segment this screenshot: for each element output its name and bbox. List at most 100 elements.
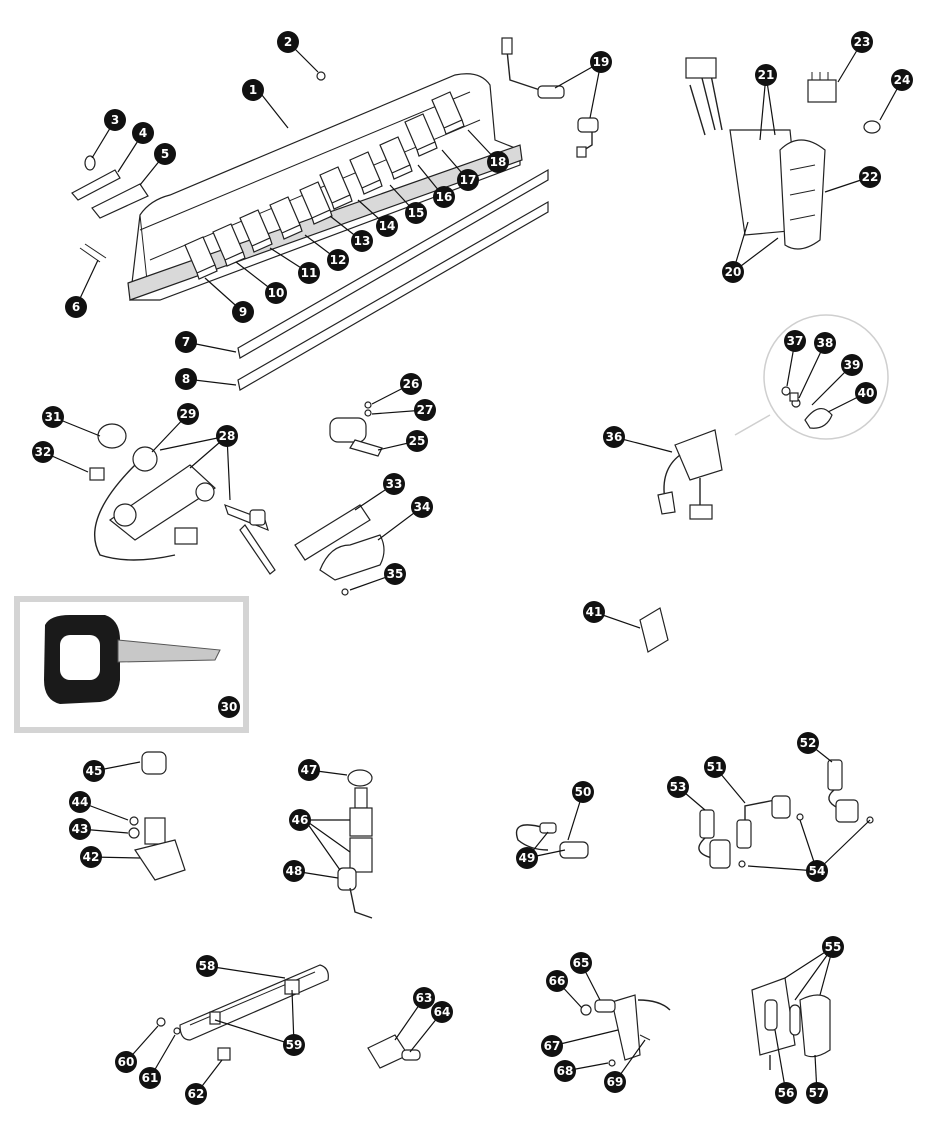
- multi-switch-assembly: [685, 57, 881, 250]
- callout-49: 49: [516, 847, 538, 869]
- svg-text:14: 14: [379, 219, 396, 233]
- callout-18: 18: [487, 151, 509, 173]
- svg-text:18: 18: [490, 155, 507, 169]
- callout-19: 19: [590, 51, 612, 73]
- svg-text:4: 4: [139, 126, 147, 140]
- callout-32: 32: [32, 441, 54, 463]
- callout-35: 35: [384, 563, 406, 585]
- svg-text:68: 68: [557, 1064, 574, 1078]
- ignition-switch: [89, 423, 276, 575]
- svg-text:39: 39: [844, 358, 861, 372]
- callout-28: 28: [216, 425, 238, 447]
- callout-69: 69: [604, 1071, 626, 1093]
- push-switch-parts: [128, 751, 186, 881]
- callout-14: 14: [376, 215, 398, 237]
- callout-39: 39: [841, 354, 863, 376]
- callout-50: 50: [572, 781, 594, 803]
- svg-text:19: 19: [593, 55, 610, 69]
- svg-text:66: 66: [549, 974, 566, 988]
- svg-text:59: 59: [286, 1038, 303, 1052]
- callout-41: 41: [583, 601, 605, 623]
- callout-55: 55: [822, 936, 844, 958]
- svg-text:17: 17: [460, 173, 477, 187]
- callout-62: 62: [185, 1083, 207, 1105]
- callout-31: 31: [42, 406, 64, 428]
- small-switch: [639, 607, 669, 653]
- svg-text:1: 1: [249, 83, 257, 97]
- bulb-set: [515, 822, 589, 859]
- svg-text:40: 40: [858, 386, 875, 400]
- callout-61: 61: [139, 1067, 161, 1089]
- callout-64: 64: [431, 1001, 453, 1023]
- svg-text:22: 22: [862, 170, 879, 184]
- svg-text:35: 35: [387, 567, 404, 581]
- svg-text:7: 7: [182, 335, 190, 349]
- callout-37: 37: [784, 330, 806, 352]
- callout-25: 25: [406, 430, 428, 452]
- svg-text:31: 31: [45, 410, 62, 424]
- svg-text:57: 57: [809, 1086, 826, 1100]
- callout-10: 10: [265, 282, 287, 304]
- svg-text:3: 3: [111, 113, 119, 127]
- svg-text:38: 38: [817, 336, 834, 350]
- svg-text:10: 10: [268, 286, 285, 300]
- svg-text:42: 42: [83, 850, 100, 864]
- svg-text:16: 16: [436, 190, 453, 204]
- callout-42: 42: [80, 846, 102, 868]
- svg-text:15: 15: [408, 206, 425, 220]
- svg-text:23: 23: [854, 35, 871, 49]
- callout-6: 6: [65, 296, 87, 318]
- rocker-switches: [184, 91, 465, 280]
- svg-text:47: 47: [301, 763, 318, 777]
- relay-bracket: [329, 401, 383, 457]
- callout-27: 27: [414, 399, 436, 421]
- door-contact-switches: [698, 759, 874, 869]
- callout-21: 21: [755, 64, 777, 86]
- svg-text:26: 26: [403, 377, 420, 391]
- plunger-switch: [337, 769, 373, 919]
- callout-47: 47: [298, 759, 320, 781]
- callout-13: 13: [351, 230, 373, 252]
- svg-text:41: 41: [586, 605, 603, 619]
- svg-text:9: 9: [239, 305, 247, 319]
- svg-text:65: 65: [573, 956, 590, 970]
- callout-44: 44: [69, 791, 91, 813]
- trim-strip-lower: [237, 200, 549, 391]
- trim-strip-upper: [237, 168, 549, 359]
- connector-block: [367, 1034, 421, 1069]
- svg-text:2: 2: [284, 35, 292, 49]
- svg-text:53: 53: [670, 780, 687, 794]
- svg-text:5: 5: [161, 147, 169, 161]
- callout-9: 9: [232, 301, 254, 323]
- callout-56: 56: [775, 1082, 797, 1104]
- svg-text:60: 60: [118, 1055, 135, 1069]
- callout-29: 29: [177, 403, 199, 425]
- svg-text:11: 11: [301, 266, 318, 280]
- callout-11: 11: [298, 262, 320, 284]
- svg-text:6: 6: [72, 300, 80, 314]
- callout-12: 12: [327, 249, 349, 271]
- svg-text:43: 43: [72, 822, 89, 836]
- bulb-holders: [501, 37, 599, 158]
- bracket-switch-assembly: [580, 994, 671, 1067]
- svg-text:67: 67: [544, 1039, 561, 1053]
- callout-46: 46: [289, 809, 311, 831]
- callout-43: 43: [69, 818, 91, 840]
- callout-60: 60: [115, 1051, 137, 1073]
- svg-text:55: 55: [825, 940, 842, 954]
- svg-text:32: 32: [35, 445, 52, 459]
- svg-text:51: 51: [707, 760, 724, 774]
- svg-text:33: 33: [386, 477, 403, 491]
- callout-68: 68: [554, 1060, 576, 1082]
- callout-30: 30: [218, 696, 240, 718]
- svg-text:20: 20: [725, 265, 742, 279]
- callout-1: 1: [242, 79, 264, 101]
- callout-51: 51: [704, 756, 726, 778]
- callout-65: 65: [570, 952, 592, 974]
- callout-53: 53: [667, 776, 689, 798]
- callout-66: 66: [546, 970, 568, 992]
- svg-text:29: 29: [180, 407, 197, 421]
- key-image: [14, 596, 249, 733]
- callout-45: 45: [83, 760, 105, 782]
- svg-text:36: 36: [606, 430, 623, 444]
